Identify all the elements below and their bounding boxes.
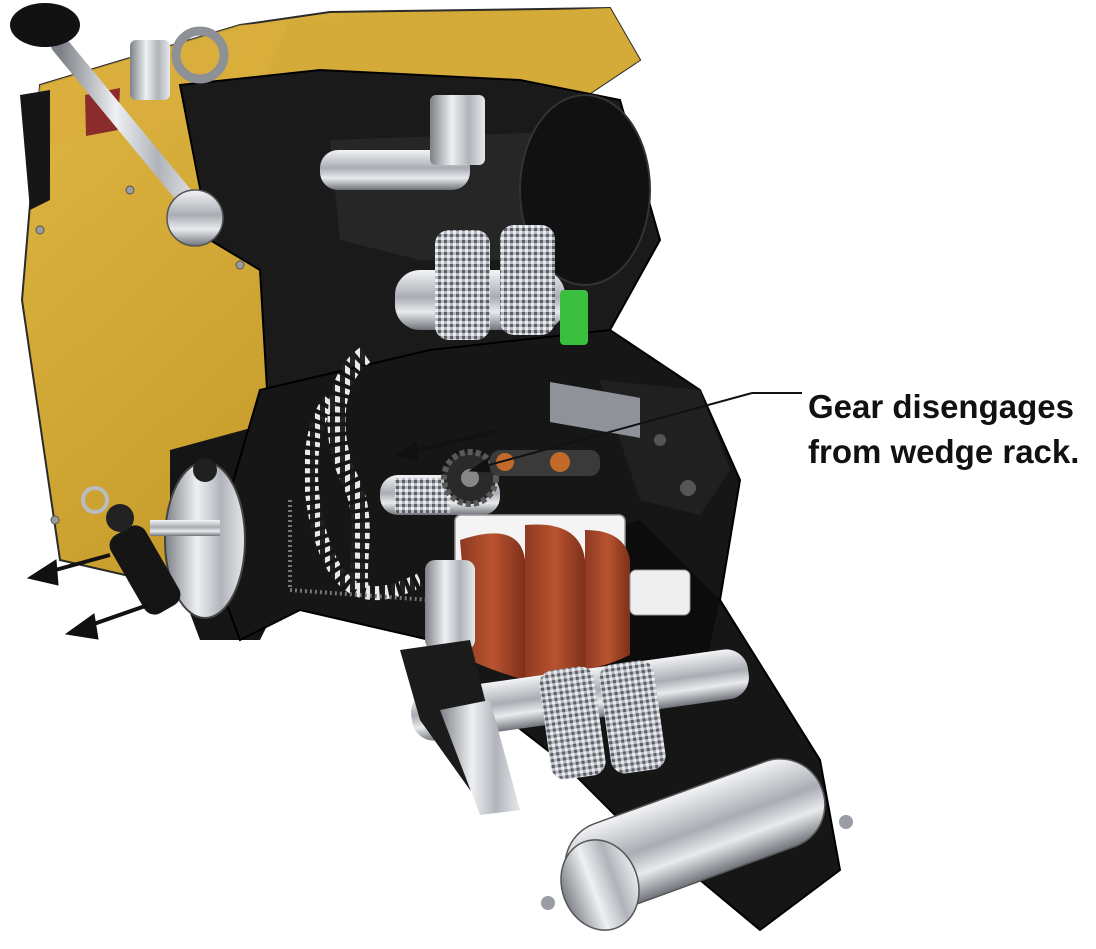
- arrow-left-icon: [26, 553, 149, 640]
- wedge-blocks: [425, 514, 691, 680]
- handle-lever: [10, 3, 229, 247]
- upper-drive-rollers: [395, 225, 640, 438]
- pressure-roller: [541, 758, 853, 931]
- hand-wheel: [81, 458, 246, 619]
- lower-drive-rollers: [400, 640, 749, 815]
- callout-leader: [393, 392, 802, 473]
- gear-assembly: [380, 449, 600, 515]
- callout-line-2: from wedge rack.: [808, 433, 1080, 470]
- callout-line-1: Gear disengages: [808, 388, 1074, 425]
- callout-label: Gear disengages from wedge rack.: [808, 384, 1088, 474]
- gear-icon: [441, 449, 499, 507]
- coiled-cable: [288, 347, 431, 602]
